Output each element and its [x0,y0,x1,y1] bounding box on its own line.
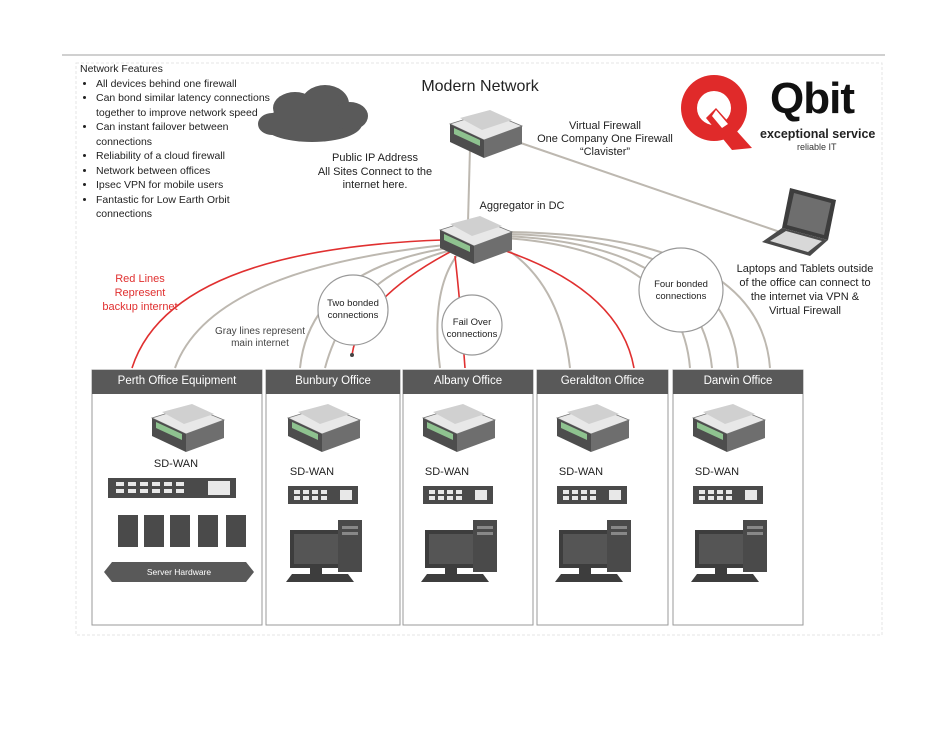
qbit-logo-icon [681,75,752,150]
virtual-firewall-label: Virtual Firewall One Company One Firewal… [525,120,685,159]
bubble-fail-over-label: Fail Over connections [432,317,512,341]
office-name-geraldton: Geraldton Office [560,375,645,387]
feature-item: Ipsec VPN for mobile users [96,178,270,193]
bubble-two-bonded [317,274,389,346]
line-end-dot [350,353,354,357]
uplink-line [467,147,471,223]
laptops-line: Laptops and Tablets outside [736,263,874,275]
vf-line: One Company One Firewall [537,133,673,145]
office-name-darwin: Darwin Office [703,375,773,387]
network-features: Network Features All devices behind one … [80,62,270,222]
bubble-line: connections [655,291,707,302]
sdwan-label-perth: SD-WAN [153,458,199,470]
servers-icon [118,515,246,547]
feature-item: Can instant failover between connections [96,120,270,149]
bubble-line: connections [327,310,379,321]
gray-legend-line: main internet [231,338,289,349]
laptops-label: Laptops and Tablets outside of the offic… [730,262,880,318]
feature-item: All devices behind one firewall [96,77,270,92]
bubble-two-bonded-label: Two bonded connections [313,298,393,322]
office-name-albany: Albany Office [433,375,503,387]
firewall-appliance-icon [449,109,523,159]
pip-line: internet here. [342,179,408,191]
vpn-line [511,139,781,233]
laptops-line: Virtual Firewall [769,305,841,317]
features-heading: Network Features [80,63,163,75]
bubble-line: Fail Over [452,317,492,328]
switch-geraldton-icon [557,486,627,504]
server-hardware-banner [104,562,254,582]
gray-line-albany [436,253,459,369]
laptops-line: of the office can connect to [739,277,871,289]
bubble-line: Four bonded [654,279,708,290]
gray-lines-legend: Gray lines represent main internet [205,326,315,350]
office-name-bunbury: Bunbury Office [295,375,371,387]
red-legend-line: Represent [114,287,166,299]
pip-line: Public IP Address [331,152,418,164]
public-ip-label: Public IP Address All Sites Connect to t… [300,152,450,193]
feature-item: Network between offices [96,164,270,179]
sdwan-label-bunbury: SD-WAN [289,466,335,478]
switch-perth-icon [108,478,236,498]
diagram-title: Modern Network [421,78,539,95]
office-header-albany [403,370,533,394]
bubble-line: Two bonded [327,298,379,309]
vf-line: “Clavister” [579,146,631,158]
gray-line-geraldton [499,244,571,369]
red-legend-line: Red Lines [115,273,165,285]
red-line-geraldton [502,249,635,369]
server-hardware-label: Server Hardware [146,567,212,577]
logo-tagline: exceptional service [760,127,876,141]
laptop-icon [762,188,836,256]
gray-line-darwin-a [504,237,691,369]
switch-darwin-icon [693,486,763,504]
bubble-fail-over [441,294,503,356]
red-lines-legend: Red Lines Represent backup internet [95,272,185,314]
bubble-four-bonded-label: Four bonded connections [641,279,721,303]
sdwan-label-darwin: SD-WAN [694,466,740,478]
pip-line: All Sites Connect to the [317,165,433,178]
office-header-perth [92,370,262,394]
features-list: All devices behind one firewall Can bond… [80,77,270,222]
laptops-line: the internet via VPN & [750,291,860,303]
feature-item: Can bond similar latency connections tog… [96,91,270,120]
logo-subtitle: reliable IT [797,142,837,152]
sdwan-label-albany: SD-WAN [424,466,470,478]
aggregator-label: Aggregator in DC [479,200,565,212]
bubble-line: connections [446,329,498,340]
sdwan-label-geraldton: SD-WAN [558,466,604,478]
office-header-geraldton [537,370,668,394]
switch-bunbury-icon [288,486,358,504]
feature-item: Reliability of a cloud firewall [96,149,270,164]
diagram-frame [75,62,883,636]
red-legend-line: backup internet [102,301,178,313]
gray-line-perth [174,244,446,369]
feature-item: Fantastic for Low Earth Orbit connection… [96,193,270,222]
office-name-perth: Perth Office Equipment [117,375,237,387]
office-header-darwin [673,370,803,394]
logo-name: Qbit [770,74,855,123]
vf-line: Virtual Firewall [569,120,641,132]
office-header-bunbury [266,370,400,394]
red-line-perth [131,239,443,369]
switch-albany-icon [423,486,493,504]
cloud-icon [258,85,368,142]
gray-legend-line: Gray lines represent [214,326,306,337]
bubble-four-bonded [638,247,724,333]
aggregator-appliance-icon [439,215,513,265]
